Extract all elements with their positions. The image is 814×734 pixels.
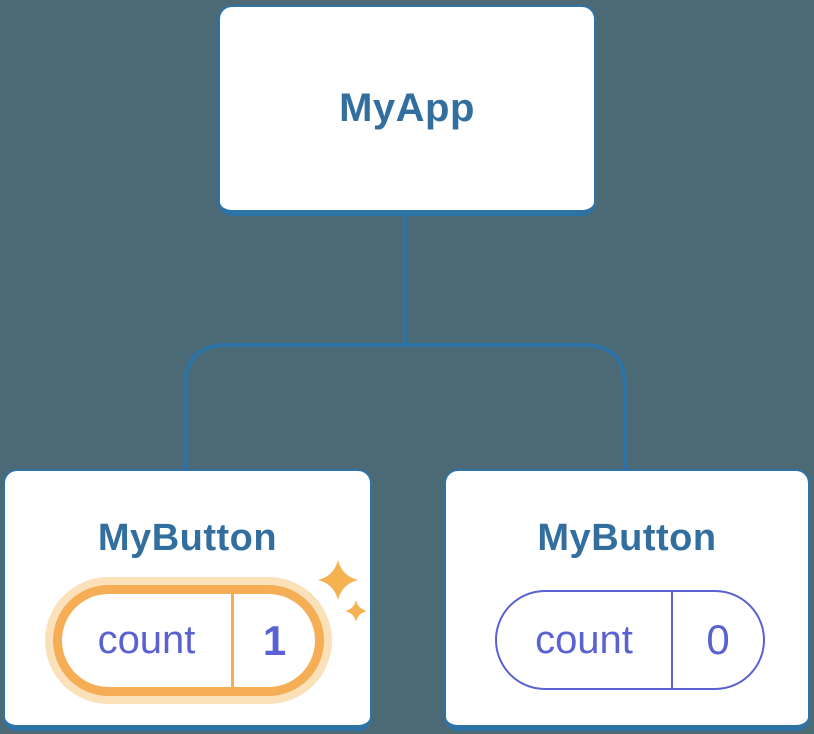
pill-divider [231, 594, 234, 687]
state-key: count [535, 617, 633, 662]
state-pill-highlighted: count 1 [53, 585, 324, 696]
state-value: 1 [262, 616, 287, 664]
child-node-label: MyButton [537, 517, 717, 559]
state-value: 0 [706, 616, 730, 663]
state-key: count [97, 618, 196, 662]
connector-bracket [183, 343, 627, 469]
child-node-label: MyButton [97, 517, 278, 559]
child-node-mybutton-left: MyButton count 1 [3, 469, 372, 731]
root-node-label: MyApp [339, 86, 475, 130]
child-node-mybutton-right: MyButton count 0 [444, 469, 810, 731]
pill-divider [671, 592, 673, 688]
state-pill: count 0 [495, 590, 765, 690]
root-node-myapp: MyApp [218, 5, 596, 216]
